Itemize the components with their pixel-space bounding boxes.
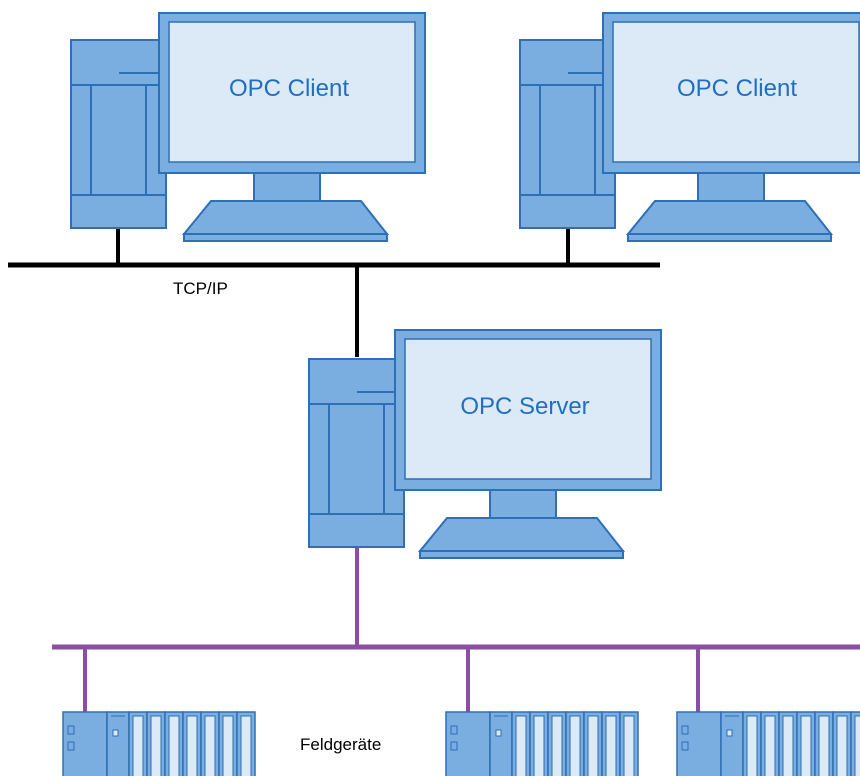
opc-client-2-label: OPC Client	[677, 75, 797, 102]
field-device-2-icon	[445, 711, 639, 776]
monitor-icon	[602, 12, 860, 242]
field-device-3-icon	[676, 711, 860, 776]
opc-client-2: OPC Client	[519, 12, 860, 242]
field-device-1-icon	[62, 711, 256, 776]
monitor-icon	[158, 12, 426, 242]
opc-client-1-label: OPC Client	[229, 75, 349, 102]
opc-server-label: OPC Server	[460, 393, 589, 420]
pc-tower-icon	[308, 358, 405, 548]
pc-tower-icon	[70, 39, 167, 229]
opc-server: OPC Server	[308, 329, 662, 559]
opc-client-1: OPC Client	[70, 12, 426, 242]
field-devices-label: Feldgeräte	[300, 735, 381, 754]
pc-tower-icon	[519, 39, 616, 229]
monitor-icon	[394, 329, 662, 559]
tcpip-label: TCP/IP	[173, 279, 228, 298]
